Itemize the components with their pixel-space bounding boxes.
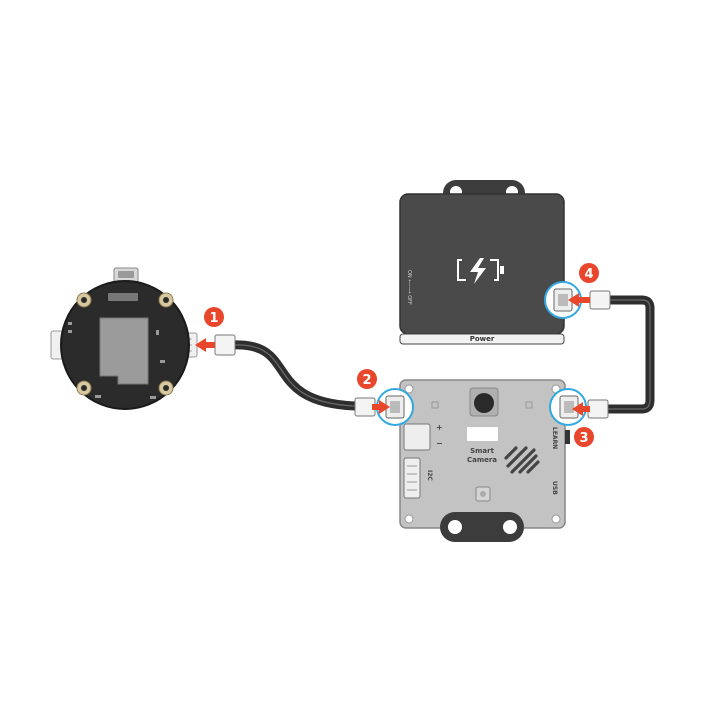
- wifi-module: [99, 317, 149, 385]
- step-number-2: 2: [362, 373, 371, 388]
- controller-board: [50, 267, 198, 410]
- step-number-1: 1: [209, 311, 218, 326]
- i2c-label: I2C: [426, 470, 433, 481]
- step-badge-2: 2: [357, 369, 377, 389]
- camera-title-line2: Camera: [467, 456, 497, 464]
- battery-charging-icon: [457, 258, 504, 284]
- step-number-4: 4: [584, 267, 593, 282]
- speaker-grille: [504, 446, 540, 474]
- learn-button: [565, 430, 570, 444]
- battery-switch-label: ON ⟵⟶ OFF: [406, 270, 412, 305]
- power-port: [403, 423, 431, 451]
- step-badge-4: 4: [579, 263, 599, 283]
- step-badge-1: 1: [204, 307, 224, 327]
- camera-lens: [474, 393, 494, 413]
- step-number-3: 3: [579, 431, 588, 446]
- usb-label: USB: [551, 481, 558, 495]
- i2c-port: [403, 457, 421, 499]
- battery-box: [399, 180, 565, 345]
- step-badge-3: 3: [574, 427, 594, 447]
- smart-camera: [399, 379, 570, 542]
- cable-battery-to-camera: [606, 295, 655, 414]
- cable-board-to-camera: [227, 340, 360, 411]
- camera-title-line1: Smart: [470, 447, 495, 455]
- plus-label: +: [436, 423, 443, 432]
- cable-plug-3: [587, 399, 609, 419]
- cable-plug-4: [589, 290, 611, 310]
- camera-label-plate: [467, 427, 498, 441]
- minus-label: −: [436, 439, 443, 448]
- learn-label: LEARN: [551, 427, 558, 449]
- battery-label: Power: [470, 335, 495, 343]
- cable-plug-board: [214, 334, 236, 356]
